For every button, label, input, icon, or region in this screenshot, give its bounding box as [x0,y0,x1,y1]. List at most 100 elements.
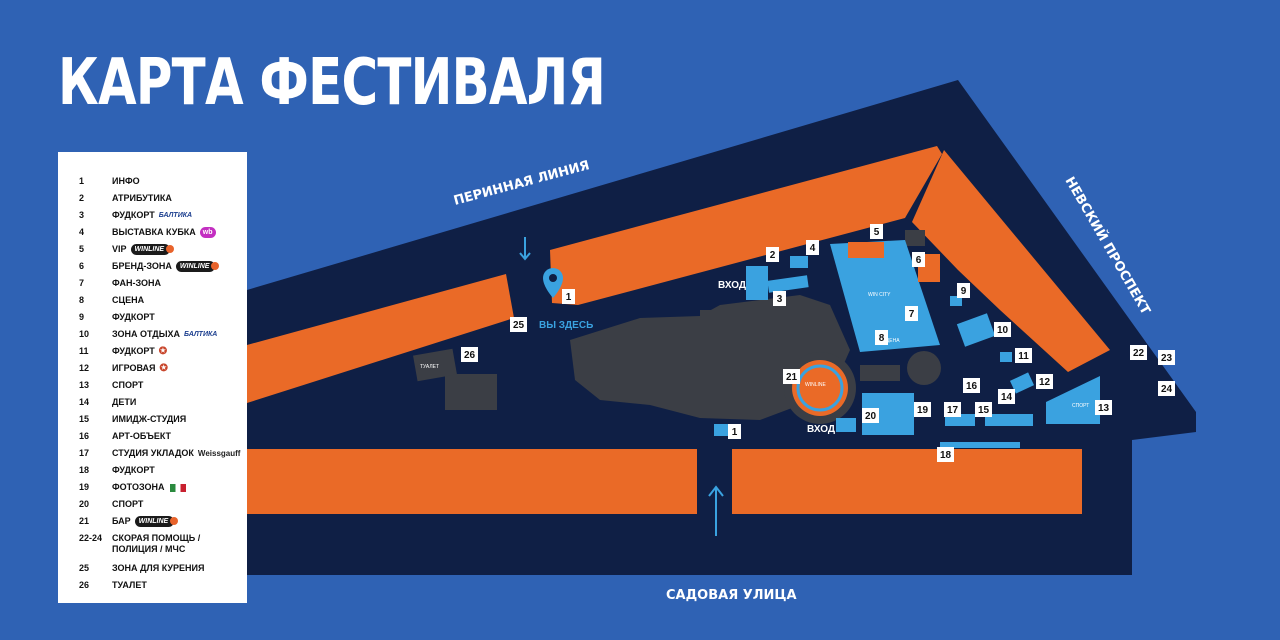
sponsor-logo: Weissgauff [197,449,241,459]
map-marker-number: 23 [1161,353,1173,364]
zone-label-stage: СЦЕНА [882,338,900,344]
building-sadovaya-right [732,449,1082,514]
legend-number: 10 [79,329,90,339]
building-perinnaya-right [550,146,942,305]
legend-number: 17 [79,448,90,458]
legend-label: ЗОНА ДЛЯ КУРЕНИЯ [112,563,205,573]
map-marker-number: 4 [810,243,816,254]
map-marker-15: 15 [975,402,992,417]
map-marker-number: 19 [917,405,929,416]
sponsor-logo: ✪ [158,346,168,358]
map-marker-5: 5 [870,224,883,239]
map-marker-9: 9 [957,283,970,298]
map-marker-number: 20 [865,411,877,422]
map-marker-number: 15 [978,405,990,416]
map-marker-18: 18 [937,447,954,462]
legend-number: 26 [79,580,90,590]
map-marker-26: 26 [461,347,478,362]
map-marker-12: 12 [1036,374,1053,389]
sponsor-logo: ✪ [159,363,168,375]
legend-number: 8 [79,295,85,305]
zone-label-sport: СПОРТ [1072,403,1089,409]
entrance-arrows [519,237,856,536]
legend-number: 22-24 [79,533,103,543]
legend-number: 2 [79,193,85,203]
legend-number: 14 [79,397,90,407]
legend-label: ТУАЛЕТ [112,580,147,590]
legend-number: 3 [79,210,85,220]
map-marker-20: 20 [862,408,879,423]
legend-label: СЦЕНА [112,295,145,305]
sponsor-logo: WINLINE [134,516,178,528]
legend-number: 16 [79,431,90,441]
legend-number: 9 [79,312,85,322]
map-marker-number: 26 [464,350,476,361]
map-marker-number: 1 [732,427,738,438]
pavilion-complex [413,230,941,420]
legend-label: ИГРОВАЯ✪ [112,363,168,375]
building-perinnaya-left [247,274,514,403]
map-marker-number: 16 [966,381,978,392]
building-nevsky [912,150,1110,372]
map-marker-24: 24 [1158,381,1175,396]
legend-label: ИМИДЖ-СТУДИЯ [112,414,187,424]
map-marker-23: 23 [1158,350,1175,365]
legend-number: 6 [79,261,85,271]
legend-number: 18 [79,465,90,475]
map-marker-3: 3 [773,291,786,306]
legend-number: 25 [79,563,90,573]
map-marker-number: 25 [513,320,525,331]
map-marker-number: 10 [997,325,1009,336]
map-marker-number: 8 [879,333,885,344]
you-are-here-label: ВЫ ЗДЕСЬ [539,320,593,331]
map-marker-25: 25 [510,317,527,332]
you-are-here-pin-icon [543,268,563,298]
page-title: КАРТА ФЕСТИВАЛЯ [58,46,606,120]
map-marker-8: 8 [875,330,888,345]
map-marker-22: 22 [1130,345,1147,360]
building-sadovaya-left [247,449,697,514]
map-marker-number: 9 [961,286,967,297]
map-marker-4: 4 [806,240,819,255]
map-marker-10: 10 [994,322,1011,337]
map-marker-number: 6 [916,255,922,266]
street-sadovaya: САДОВАЯ УЛИЦА [666,588,797,603]
legend-label: ФУДКОРТ✪ [112,346,168,358]
map-marker-11: 11 [1015,348,1032,363]
map-marker-number: 24 [1161,384,1173,395]
legend-label: СКОРАЯ ПОМОЩЬ /ПОЛИЦИЯ / МЧС [112,533,201,554]
sponsor-logo: БАЛТИКА [184,331,218,339]
map-marker-2: 2 [766,247,779,262]
legend-number: 13 [79,380,90,390]
legend-number: 19 [79,482,90,492]
map-marker-6: 6 [912,252,925,267]
map-marker-number: 1 [566,292,572,303]
sponsor-logo: WINLINE [130,244,174,256]
map-marker-19: 19 [914,402,931,417]
legend-label: СПОРТ [112,380,144,390]
map-marker-16: 16 [963,378,980,393]
entrance-label-1: ВХОД [718,280,746,291]
legend-number: 11 [79,346,89,356]
map-marker-number: 18 [940,450,952,461]
map-marker-number: 22 [1133,348,1145,359]
map-marker-number: 13 [1098,403,1110,414]
legend-number: 20 [79,499,90,509]
legend-label: ДЕТИ [112,397,137,407]
legend-label: ФАН-ЗОНА [112,278,161,288]
map-marker-number: 21 [786,372,798,383]
zone-label-bar: WINLINE [805,382,827,388]
legend-number: 4 [79,227,85,237]
map-marker-number: 11 [1018,351,1029,362]
legend-label: ИНФО [112,176,140,186]
legend-number: 1 [79,176,85,186]
legend-number: 5 [79,244,85,254]
